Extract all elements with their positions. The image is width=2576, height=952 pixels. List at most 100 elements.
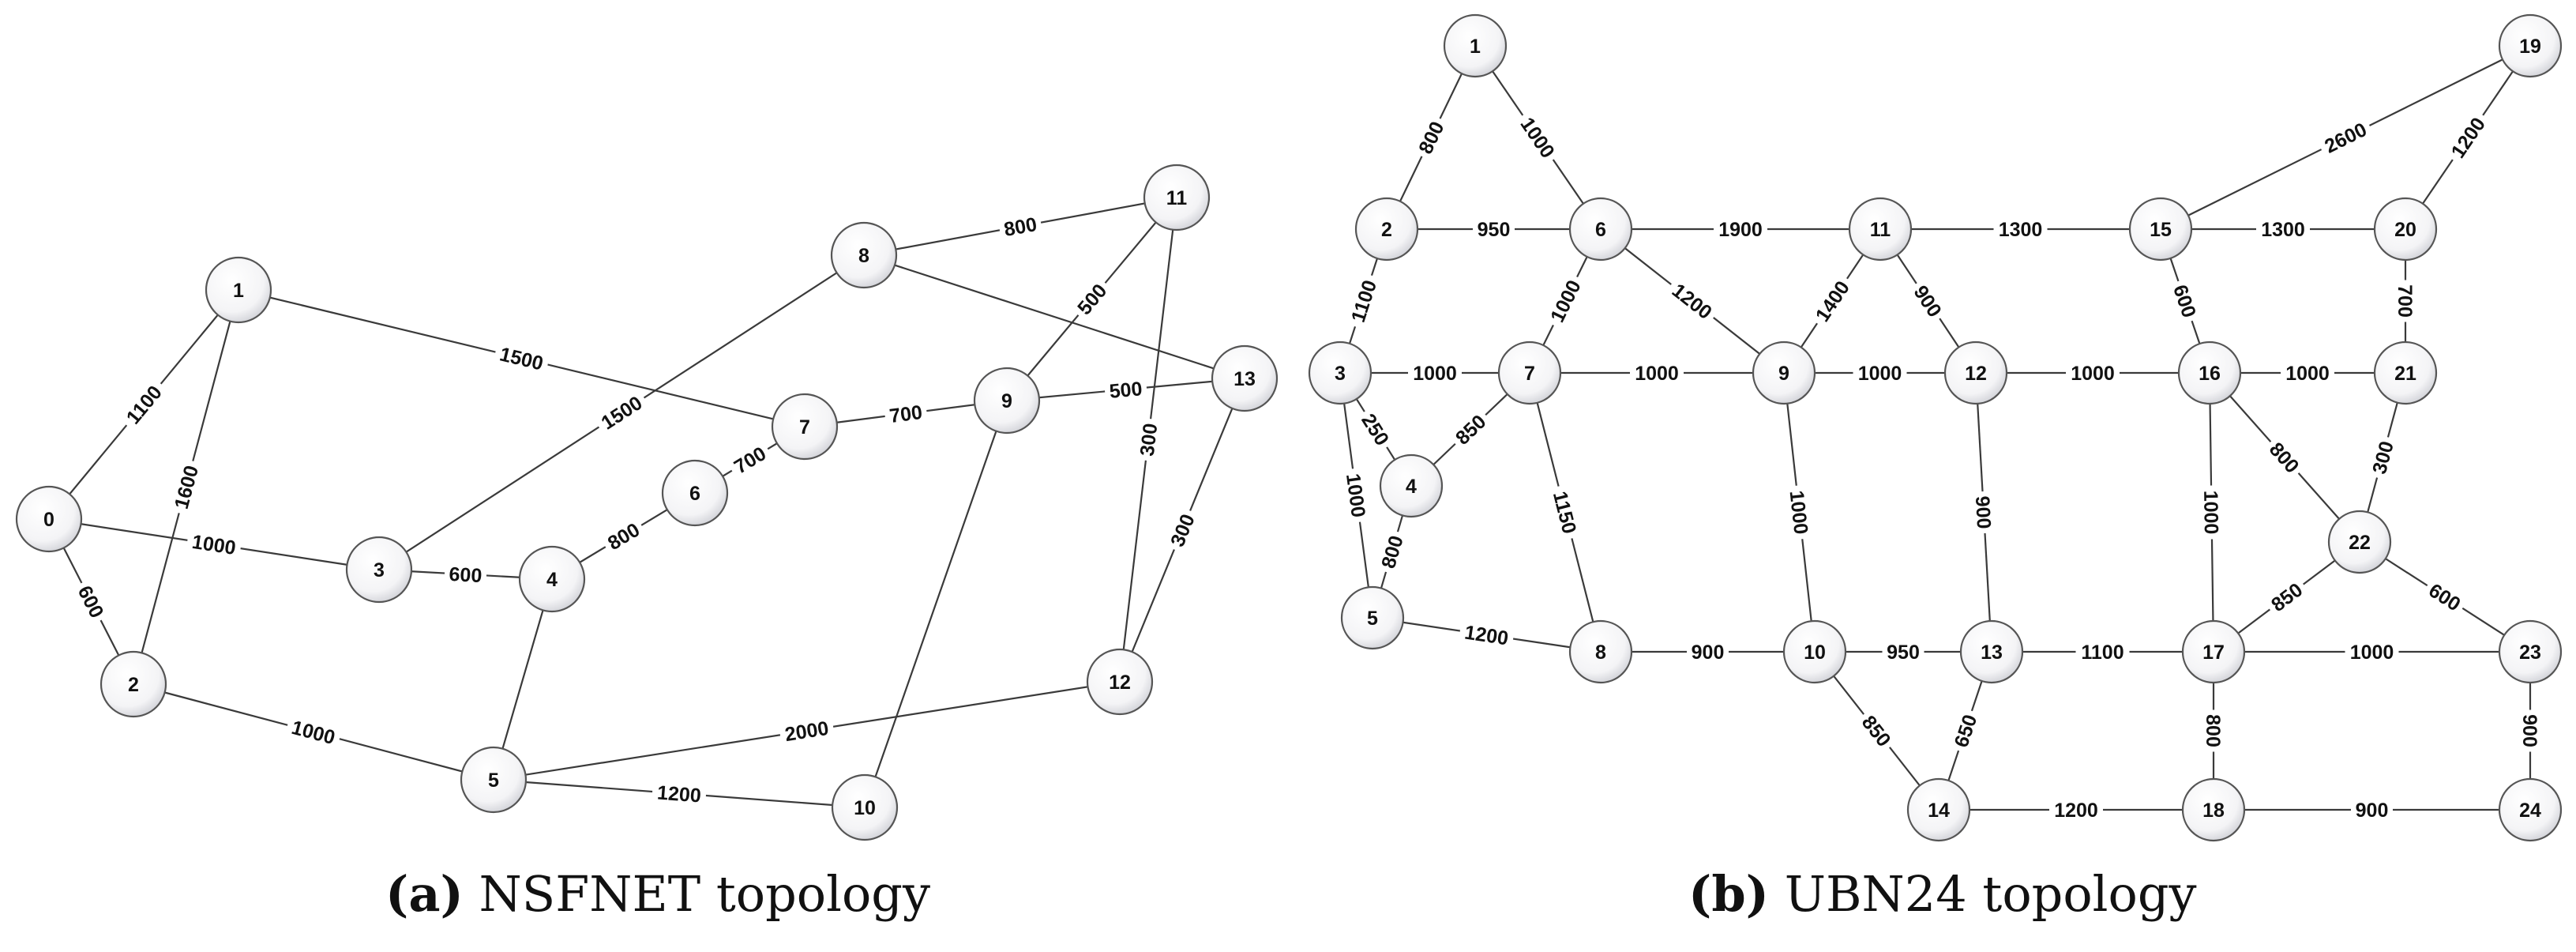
node-label: 7 — [799, 416, 810, 438]
edge-label-background — [1473, 218, 1515, 240]
node-4: 4 — [518, 545, 586, 613]
edge-label-background — [726, 439, 774, 480]
edge-label-text: 1000 — [2071, 363, 2115, 385]
node-5: 5 — [460, 746, 528, 814]
node-6: 6 — [661, 459, 729, 527]
node-label: 20 — [2394, 219, 2416, 241]
node-label: 16 — [2199, 363, 2221, 385]
edge-label-2-5: 1000 — [284, 714, 343, 750]
edge-label-10-13: 950 — [1882, 641, 1924, 664]
edge-label-7-8: 1150 — [1548, 484, 1583, 541]
node-circle — [100, 650, 167, 718]
edge-label-text: 1000 — [1546, 277, 1586, 325]
caption-text: UBN24 topology — [1769, 865, 2197, 923]
edge-label-text: 800 — [2202, 714, 2224, 747]
edge-label-text: 1600 — [171, 463, 203, 511]
edge-label-background — [493, 341, 550, 376]
edge-label-background — [1785, 484, 1814, 540]
edge-label-12-16: 1000 — [2066, 362, 2120, 385]
node-circle — [1308, 341, 1372, 405]
edge-label-text: 1200 — [1463, 622, 1510, 650]
node-13: 13 — [1211, 344, 1279, 412]
edge-label-text: 1000 — [1858, 363, 1902, 385]
node-circle — [661, 459, 729, 527]
edge-label-0-1: 1100 — [118, 376, 170, 433]
node-label: 23 — [2519, 642, 2541, 664]
edge-label-6-9: 1200 — [1664, 275, 1721, 327]
edge-label-background — [1808, 272, 1857, 330]
edge-label-3-4: 600 — [444, 562, 487, 587]
node-label: 12 — [1109, 672, 1131, 694]
edge-label-background — [1408, 362, 1462, 384]
edge-label-2-3: 1100 — [1344, 272, 1383, 330]
edge-label-text: 1100 — [1347, 277, 1381, 325]
edge-label-text: 1100 — [2081, 642, 2124, 664]
edge-8-13 — [863, 254, 1245, 380]
edge-label-6-7: 1000 — [1543, 272, 1587, 330]
node-circle — [2128, 197, 2193, 262]
node-circle — [1443, 13, 1508, 78]
nsfnet-graph: 1100600100016001500100060015008007007008… — [15, 164, 1279, 841]
edge-label-text: 1000 — [1342, 472, 1369, 519]
node-circle — [2498, 777, 2563, 842]
edge-label-17-18: 800 — [2202, 709, 2225, 752]
node-label: 19 — [2519, 36, 2541, 58]
edge-label-15-16: 600 — [2168, 277, 2202, 325]
node-circle — [2181, 777, 2246, 842]
edge-label-11-15: 1300 — [1993, 218, 2048, 241]
node-22: 22 — [2327, 510, 2392, 574]
edge-label-background — [1411, 114, 1451, 161]
edge-label-text: 900 — [2356, 800, 2389, 822]
edge-label-text: 600 — [2169, 282, 2200, 321]
edge-label-text: 800 — [1377, 533, 1408, 571]
edge-label-background — [1853, 362, 1907, 384]
edge-label-background — [2049, 799, 2103, 821]
edge-label-9-13: 500 — [1103, 376, 1148, 403]
node-12: 12 — [1086, 648, 1154, 716]
node-circle — [1497, 341, 1562, 405]
edge-label-background — [1458, 619, 1515, 650]
node-8: 8 — [1568, 619, 1633, 684]
edge-label-background — [2351, 799, 2393, 821]
node-circle — [345, 536, 413, 604]
edge-label-3-7: 1000 — [1408, 362, 1462, 385]
node-circle — [2177, 341, 2242, 405]
edge-label-background — [2394, 280, 2416, 322]
edge-label-9-11: 500 — [1069, 276, 1114, 322]
edge-label-background — [1714, 218, 1767, 240]
edge-label-7-9: 1000 — [1630, 362, 1684, 385]
edge-label-background — [2200, 485, 2223, 540]
edge-label-6-11: 1900 — [1714, 218, 1767, 241]
node-label: 18 — [2202, 800, 2225, 822]
node-1: 1 — [1443, 13, 1508, 78]
node-5: 5 — [1340, 585, 1405, 650]
node-label: 7 — [1524, 363, 1535, 385]
node-3: 3 — [1308, 341, 1372, 405]
node-4: 4 — [1379, 453, 1444, 518]
edge-label-8-11: 800 — [997, 211, 1043, 242]
edge-label-0-2: 600 — [71, 578, 111, 626]
edge-label-background — [883, 400, 929, 427]
edge-label-3-5: 1000 — [1342, 467, 1371, 524]
node-circle — [973, 367, 1041, 435]
edge-label-19-20: 1200 — [2443, 109, 2492, 166]
node-circle — [1379, 453, 1444, 518]
node-circle — [2327, 510, 2392, 574]
edge-label-background — [2345, 641, 2399, 663]
node-11: 11 — [1848, 197, 1913, 262]
node-label: 10 — [1804, 642, 1826, 664]
caption-text: NSFNET topology — [463, 865, 930, 923]
edge-label-background — [997, 211, 1043, 242]
node-circle — [1782, 619, 1847, 684]
edge-label-background — [1342, 467, 1371, 524]
node-8: 8 — [830, 221, 898, 289]
edge-label-21-22: 300 — [2366, 434, 2399, 481]
edge-label-background — [1163, 506, 1201, 554]
edge-label-background — [1448, 407, 1493, 452]
node-circle — [1848, 197, 1913, 262]
edge-label-text: 1000 — [2285, 363, 2330, 385]
edge-label-text: 500 — [1109, 378, 1143, 403]
node-circle — [1752, 341, 1816, 405]
edge-label-7-9: 700 — [883, 400, 929, 427]
